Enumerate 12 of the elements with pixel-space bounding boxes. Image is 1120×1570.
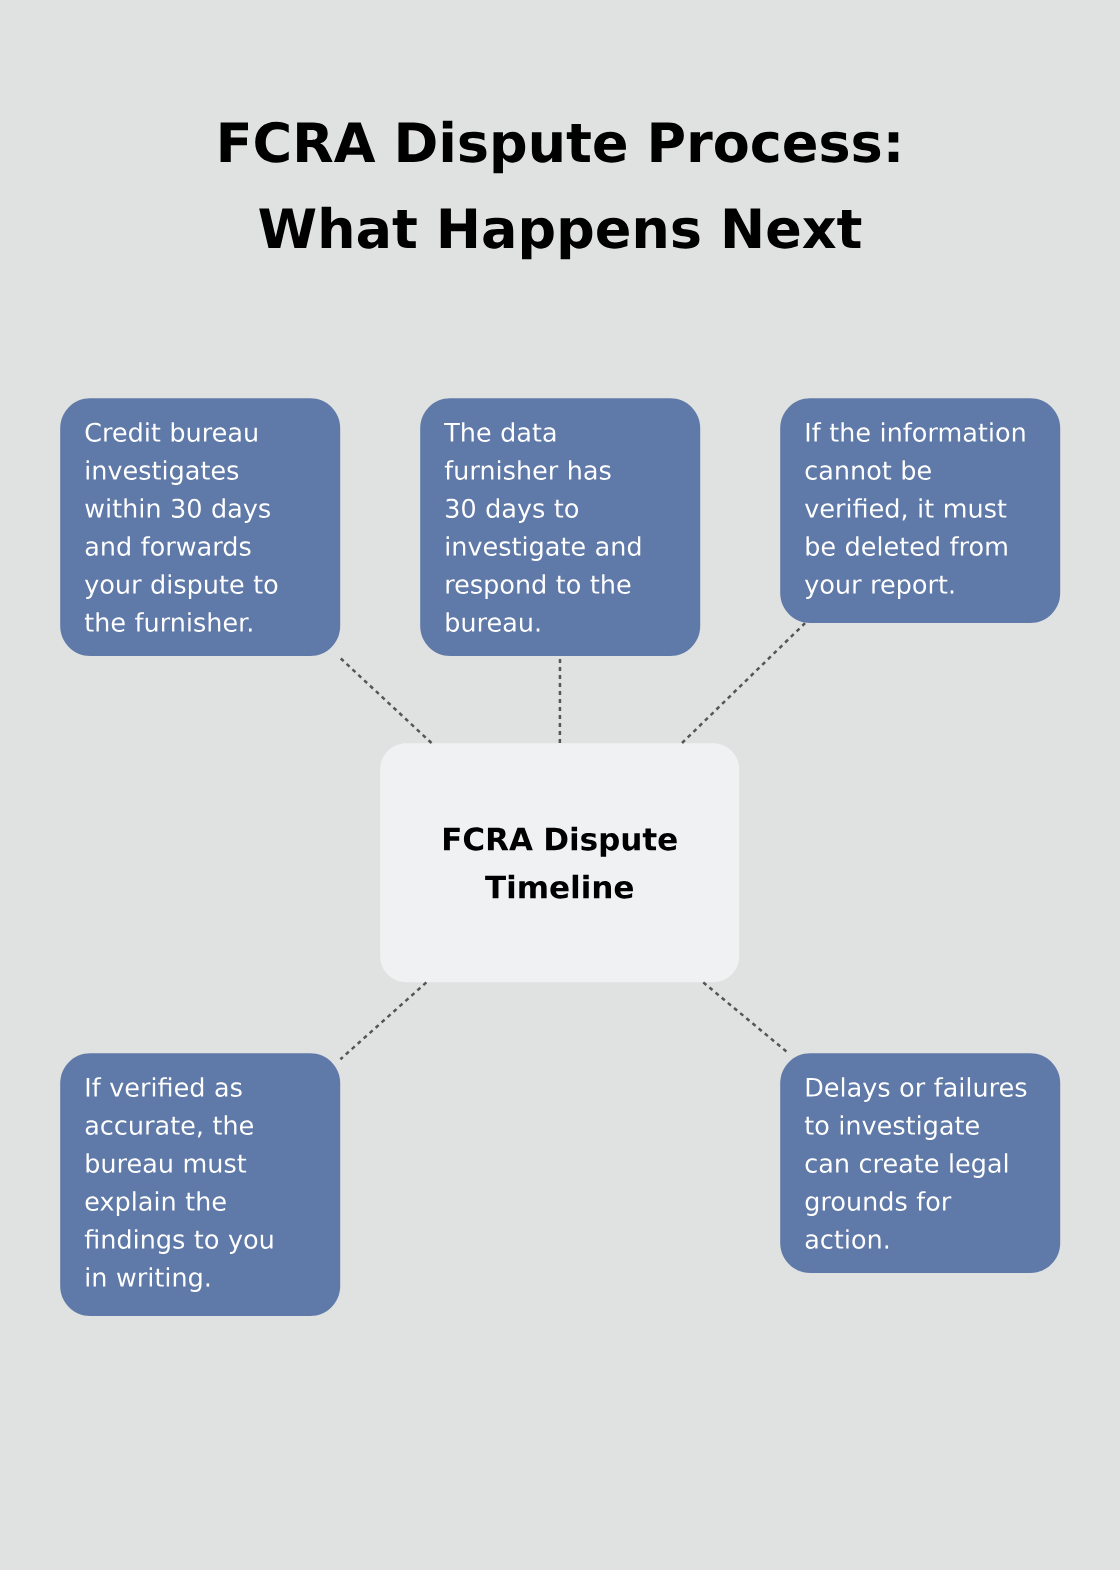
connector-line (702, 981, 789, 1054)
info-box: If the information cannot be verified, it must be deleted from your report. (780, 398, 1061, 623)
connector-line (558, 656, 562, 743)
info-box: Delays or failures to investigate can create legal grounds for action. (780, 1053, 1061, 1273)
connector-line (339, 981, 428, 1061)
title: FCRA Dispute Process: What Happens Next (220, 120, 899, 260)
center-box: FCRA Dispute Timeline (380, 743, 740, 983)
connector-line (337, 655, 433, 744)
info-box: If verified as accurate, the bureau must explain the findings to you in writing. (60, 1053, 341, 1316)
info-box: Credit bureau investigates within 30 days and forwards your dispute to the furnisher. (60, 398, 341, 656)
info-box: The data furnisher has 30 days to investigate and respond to the bureau. (420, 398, 701, 656)
connector-line (681, 622, 806, 744)
